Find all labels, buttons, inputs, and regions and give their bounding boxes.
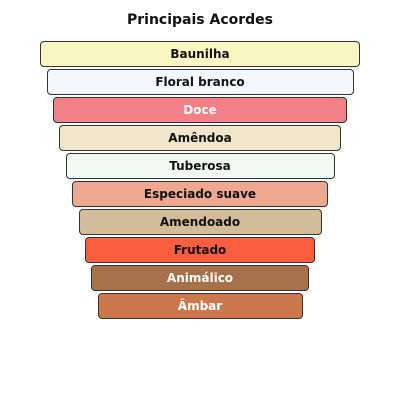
accord-bar-3: Amêndoa bbox=[59, 125, 341, 151]
accord-bar-8: Animálico bbox=[91, 265, 309, 291]
accord-bar-1: Floral branco bbox=[46, 69, 354, 95]
accord-bar-6: Amendoado bbox=[78, 209, 322, 235]
accord-bar-0: Baunilha bbox=[40, 41, 360, 67]
accord-bar-7: Frutado bbox=[85, 237, 315, 263]
accord-bar-5: Especiado suave bbox=[72, 181, 328, 207]
accord-bar-4: Tuberosa bbox=[65, 153, 335, 179]
accord-bar-2: Doce bbox=[53, 97, 347, 123]
accord-bar-9: Âmbar bbox=[97, 293, 303, 319]
chart-title: Principais Acordes bbox=[126, 12, 273, 28]
